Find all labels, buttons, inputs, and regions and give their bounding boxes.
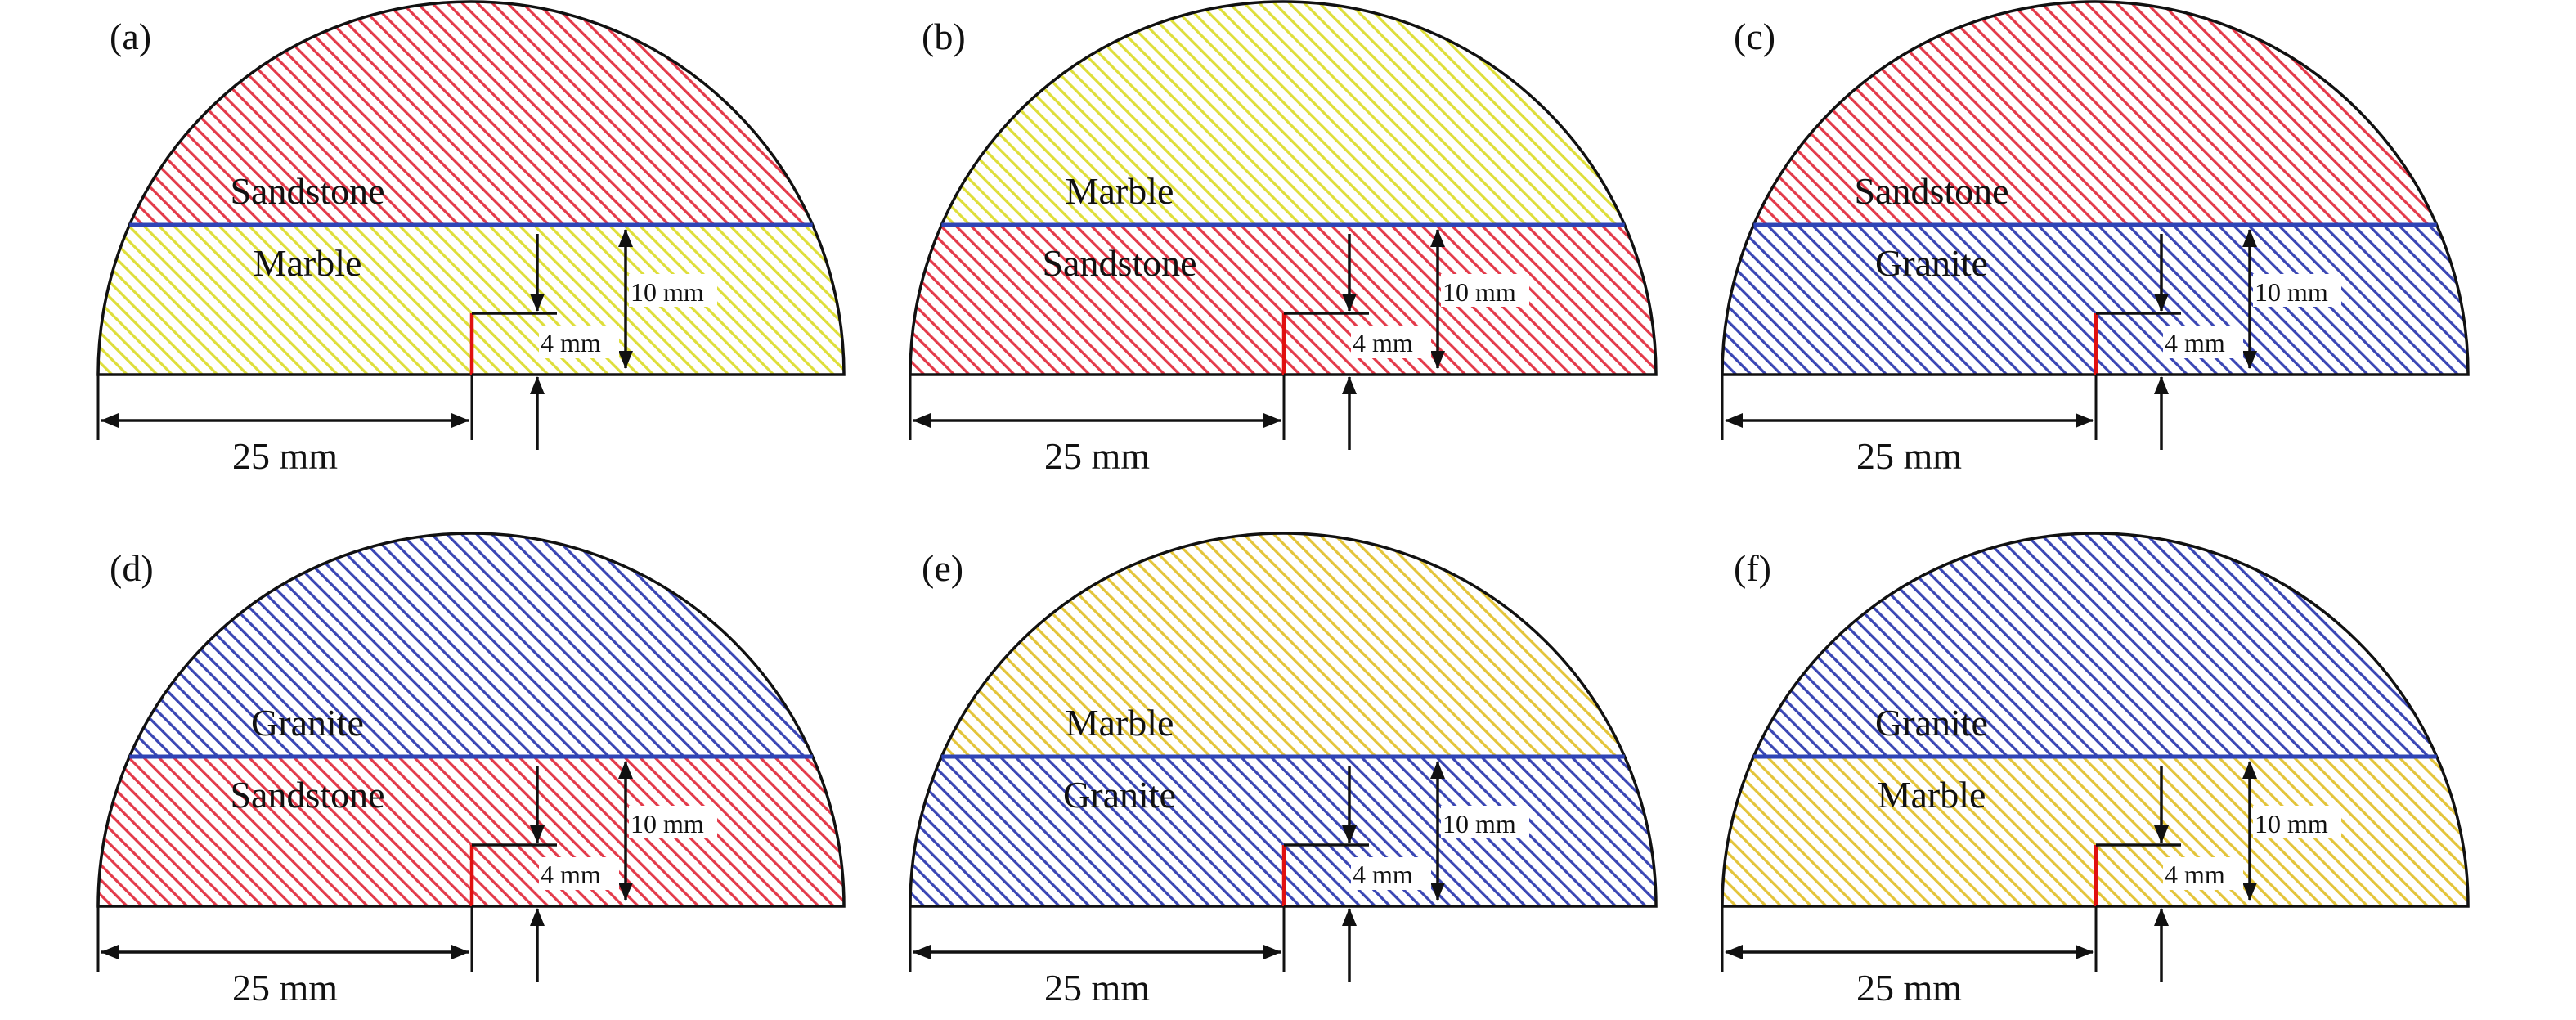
interface-height-label: 10 mm — [2255, 277, 2328, 307]
bottom-layer-label: Sandstone — [230, 774, 384, 816]
top-layer-label: Granite — [1875, 702, 1988, 744]
tip-offset-label-bg — [2163, 857, 2243, 890]
tip-offset-label: 4 mm — [1353, 328, 1413, 357]
bottom-layer-label: Marble — [1878, 774, 1986, 816]
interface-height-label-bg — [629, 274, 717, 307]
specimen-outline — [909, 0, 1658, 376]
bottom-layer-label: Marble — [254, 242, 362, 284]
tip-offset-label: 4 mm — [2165, 860, 2225, 889]
panel-letter: (f) — [1734, 547, 1771, 589]
crack-length-label: 25 mm — [1044, 967, 1150, 1009]
tip-offset-label-bg — [539, 857, 619, 890]
interface-height-label: 10 mm — [1443, 277, 1516, 307]
interface-height-label: 10 mm — [631, 277, 704, 307]
tip-offset-label-bg — [539, 326, 619, 358]
interface-height-label-bg — [1441, 274, 1529, 307]
specimen-outline — [909, 532, 1658, 908]
crack-length-label: 25 mm — [1044, 435, 1150, 477]
crack-length-label: 25 mm — [1856, 967, 1962, 1009]
bottom-layer-region — [910, 225, 1656, 375]
tip-offset-label-bg — [2163, 326, 2243, 358]
crack-length-label: 25 mm — [232, 967, 338, 1009]
bottom-layer-label: Sandstone — [1042, 242, 1196, 284]
interface-height-label-bg — [1441, 806, 1529, 838]
panel-letter: (b) — [922, 16, 966, 57]
top-layer-label: Marble — [1066, 702, 1174, 744]
panel-letter: (c) — [1734, 16, 1775, 57]
interface-height-label: 10 mm — [1443, 809, 1516, 838]
top-layer-region — [1753, 2, 2437, 225]
interface-height-label: 10 mm — [631, 809, 704, 838]
specimen-outline — [1721, 532, 2470, 908]
panel-letter: (d) — [110, 547, 154, 589]
panel-letter: (a) — [110, 16, 151, 57]
specimen-outline — [1721, 0, 2470, 376]
bottom-layer-region — [98, 757, 844, 906]
bottom-layer-region — [910, 757, 1656, 906]
tip-offset-label-bg — [1351, 326, 1431, 358]
crack-length-label: 25 mm — [232, 435, 338, 477]
top-layer-label: Granite — [251, 702, 364, 744]
crack-length-label: 25 mm — [1856, 435, 1962, 477]
tip-offset-label: 4 mm — [2165, 328, 2225, 357]
top-layer-label: Marble — [1066, 170, 1174, 212]
top-layer-region — [129, 533, 813, 757]
tip-offset-label-bg — [1351, 857, 1431, 890]
top-layer-region — [941, 533, 1625, 757]
specimen-outline — [96, 0, 846, 376]
interface-height-label-bg — [2253, 806, 2341, 838]
bottom-layer-region — [1722, 757, 2468, 906]
interface-height-label-bg — [629, 806, 717, 838]
tip-offset-label: 4 mm — [1353, 860, 1413, 889]
panel-letter: (e) — [922, 547, 963, 589]
bottom-layer-region — [1722, 225, 2468, 375]
bottom-layer-label: Granite — [1063, 774, 1176, 816]
interface-height-label-bg — [2253, 274, 2341, 307]
top-layer-region — [941, 2, 1625, 225]
specimen-outline — [96, 532, 846, 908]
tip-offset-label: 4 mm — [541, 860, 601, 889]
top-layer-region — [129, 2, 813, 225]
top-layer-label: Sandstone — [230, 170, 384, 212]
top-layer-label: Sandstone — [1854, 170, 2008, 212]
interface-height-label: 10 mm — [2255, 809, 2328, 838]
bottom-layer-region — [98, 225, 844, 375]
top-layer-region — [1753, 533, 2437, 757]
bottom-layer-label: Granite — [1875, 242, 1988, 284]
tip-offset-label: 4 mm — [541, 328, 601, 357]
